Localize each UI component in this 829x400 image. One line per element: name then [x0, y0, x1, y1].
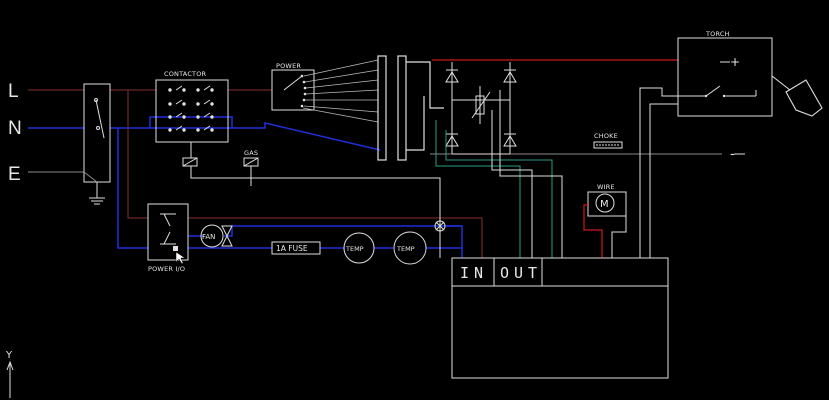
motor-symbol: M: [600, 199, 609, 210]
control-box: IN OUT: [451, 257, 669, 379]
gas-label: GAS: [244, 149, 258, 157]
mouse-cursor-icon: [175, 251, 186, 265]
transformer: [377, 55, 444, 161]
torch-minus: -: [730, 147, 735, 162]
indicator-lamp: [434, 220, 446, 232]
wire-label: WIRE: [597, 183, 615, 191]
temp-switch-1: TEMP: [343, 232, 375, 264]
power-switch-label: POWER: [276, 62, 301, 70]
fan-blade-icon: [221, 225, 233, 247]
supply-wires: [28, 89, 381, 173]
control-in-label: IN: [460, 264, 488, 282]
power-io-label: POWER I/O: [148, 265, 185, 273]
torch-plus: +: [730, 55, 740, 69]
rectifier-bridge: [430, 62, 517, 155]
aux-circuit-wires: [117, 90, 483, 258]
control-out-label: OUT: [500, 264, 542, 282]
power-switch: POWER: [271, 59, 379, 123]
choke: CHOKE: [593, 132, 623, 149]
fan-label: FAN: [202, 233, 215, 241]
power-io-switch: POWER I/O: [147, 203, 189, 273]
contactor: CONTACTOR: [155, 70, 441, 258]
temp-switch-2: TEMP: [393, 231, 427, 265]
temp2-label: TEMP: [396, 245, 415, 253]
ucs-axis-icon: Y: [5, 350, 14, 398]
label-N: N: [8, 118, 22, 139]
fuse: 1A FUSE: [271, 241, 321, 255]
contactor-label: CONTACTOR: [164, 70, 207, 78]
terminal-block: [83, 83, 111, 205]
y-axis-label: Y: [5, 350, 13, 361]
choke-label: CHOKE: [594, 132, 618, 140]
wire-feed-motor: WIRE M: [583, 183, 627, 258]
label-L: L: [8, 81, 19, 102]
gas-valve: GAS: [243, 149, 259, 186]
label-E: E: [8, 164, 21, 185]
fuse-label: 1A FUSE: [276, 244, 308, 253]
torch-box: TORCH +: [639, 30, 823, 258]
fan: FAN: [200, 224, 233, 248]
temp1-label: TEMP: [345, 245, 364, 253]
torch-label: TORCH: [705, 30, 730, 38]
control-wires: [435, 90, 563, 258]
